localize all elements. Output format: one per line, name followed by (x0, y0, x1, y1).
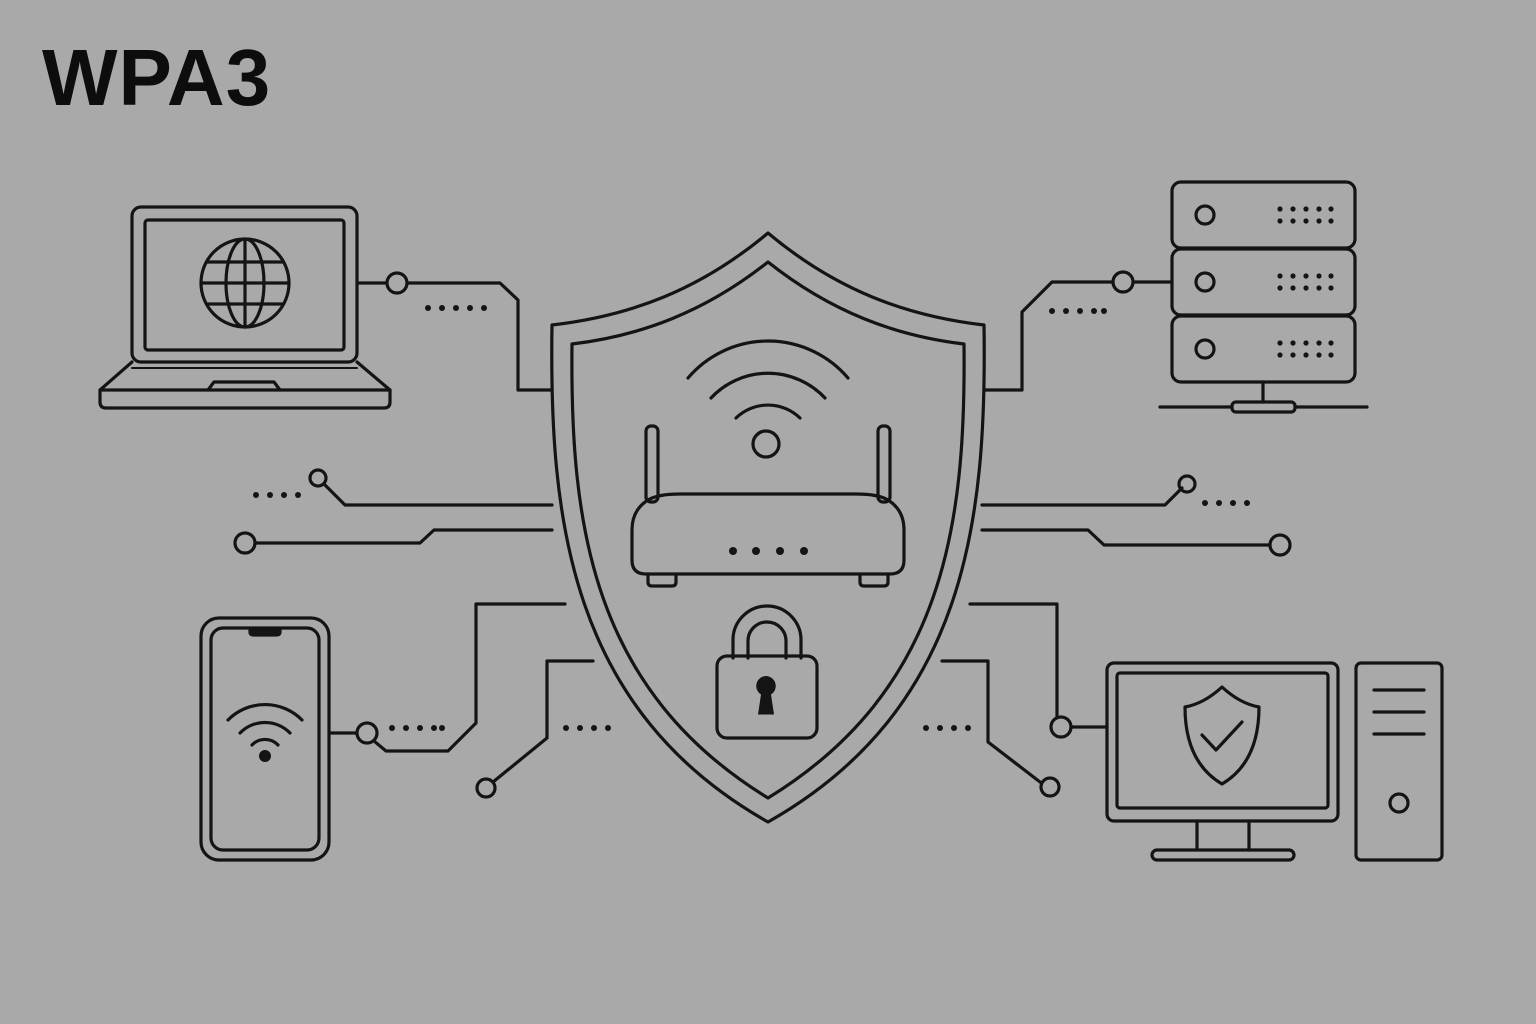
connector-bottom-right (923, 659, 1061, 798)
connector-server (980, 270, 1174, 392)
server-rack-icon (1158, 180, 1369, 414)
desktop-shield-check-icon (1105, 661, 1340, 862)
page-title: WPA3 (42, 33, 272, 122)
connector-desktop (968, 602, 1109, 739)
connector-right-middle (980, 474, 1292, 557)
router-icon (630, 424, 906, 588)
circuit-connections (233, 270, 1292, 799)
smartphone-wifi-icon (199, 616, 331, 862)
laptop-globe-icon (98, 205, 392, 410)
connector-laptop (356, 271, 554, 392)
connector-left-middle (233, 468, 554, 555)
connector-bottom-left (475, 659, 611, 799)
padlock-icon (715, 604, 819, 740)
tower-pc-icon (1354, 661, 1444, 862)
connector-smartphone (328, 602, 567, 753)
wifi-icon (686, 339, 850, 459)
shield-icon (550, 231, 986, 824)
